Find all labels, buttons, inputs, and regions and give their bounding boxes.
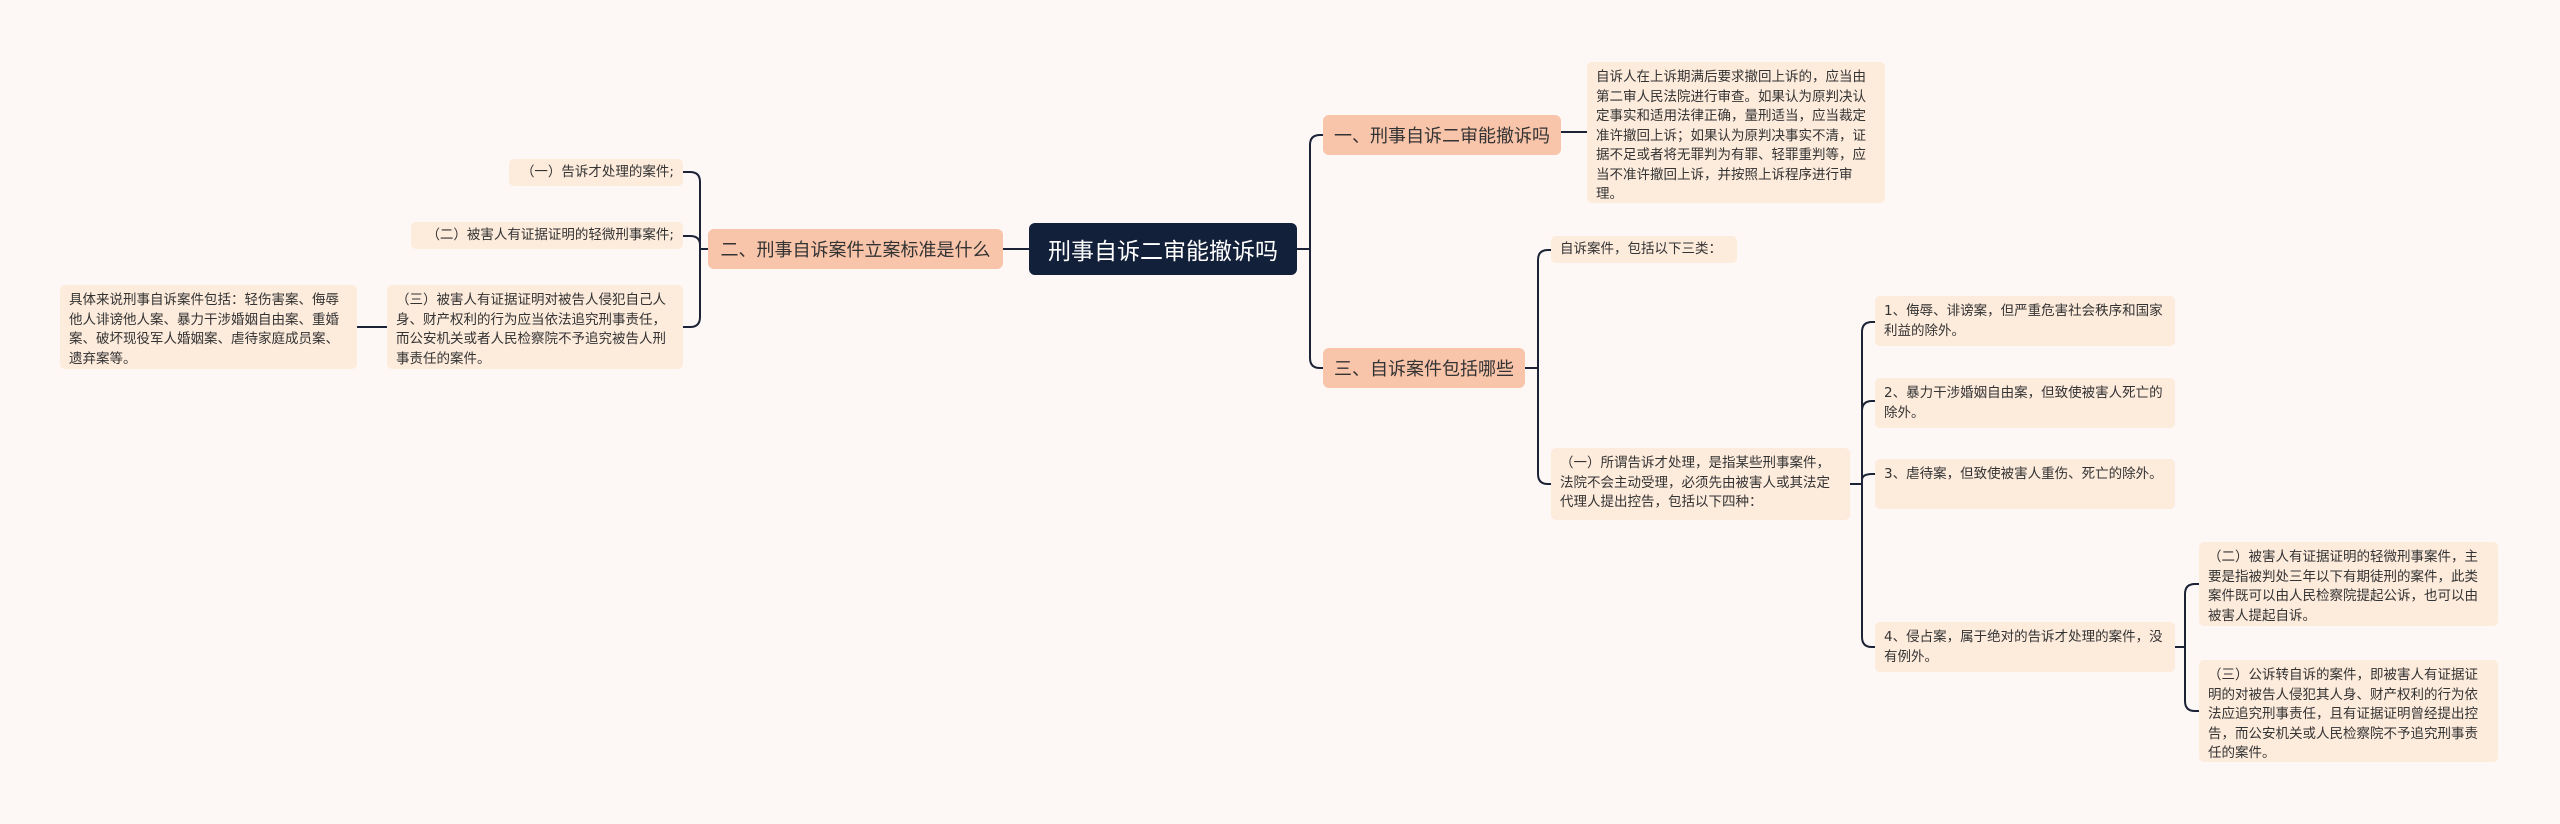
root-node[interactable]: 刑事自诉二审能撤诉吗 — [1029, 223, 1297, 275]
branch-2-item-1[interactable]: （一）告诉才处理的案件; — [509, 159, 683, 186]
root-title: 刑事自诉二审能撤诉吗 — [1048, 239, 1278, 265]
branch-3-node[interactable]: 三、自诉案件包括哪些 — [1323, 348, 1525, 388]
connector-b2-items — [683, 171, 708, 328]
connector-b3-children — [1525, 249, 1551, 485]
category-item-3[interactable]: 3、虐待案，但致使被害人重伤、死亡的除外。 — [1875, 459, 2175, 509]
connector-four-subs — [2175, 583, 2199, 712]
branch-2-title: 二、刑事自诉案件立案标准是什么 — [720, 240, 991, 261]
branch-3-second-category[interactable]: （二）被害人有证据证明的轻微刑事案件，主要是指被判处三年以下有期徒刑的案件，此类… — [2199, 542, 2498, 626]
branch-1-title: 一、刑事自诉二审能撤诉吗 — [1334, 126, 1550, 147]
branch-2-item-2[interactable]: （二）被害人有证据证明的轻微刑事案件; — [411, 222, 683, 249]
branch-3-third-category[interactable]: （三）公诉转自诉的案件，即被害人有证据证明的对被告人侵犯其人身、财产权利的行为依… — [2199, 660, 2498, 762]
category-item-2[interactable]: 2、暴力干涉婚姻自由案，但致使被害人死亡的除外。 — [1875, 378, 2175, 428]
branch-3-first-category[interactable]: （一）所谓告诉才处理，是指某些刑事案件，法院不会主动受理，必须先由被害人或其法定… — [1551, 448, 1850, 520]
connector-root-right — [1297, 134, 1323, 369]
branch-2-node[interactable]: 二、刑事自诉案件立案标准是什么 — [708, 229, 1003, 269]
connector-first-four — [1850, 321, 1875, 648]
branch-2-item-3[interactable]: （三）被害人有证据证明对被告人侵犯自己人身、财产权利的行为应当依法追究刑事责任，… — [387, 285, 683, 369]
branch-3-title: 三、自诉案件包括哪些 — [1334, 359, 1514, 380]
branch-1-detail[interactable]: 自诉人在上诉期满后要求撤回上诉的，应当由第二审人民法院进行审查。如果认为原判决认… — [1587, 62, 1885, 203]
category-item-4[interactable]: 4、侵占案，属于绝对的告诉才处理的案件，没有例外。 — [1875, 622, 2175, 672]
branch-1-node[interactable]: 一、刑事自诉二审能撤诉吗 — [1323, 115, 1561, 155]
category-item-1[interactable]: 1、侮辱、诽谤案，但严重危害社会秩序和国家利益的除外。 — [1875, 296, 2175, 346]
branch-3-intro[interactable]: 自诉案件，包括以下三类： — [1551, 236, 1737, 263]
branch-2-item-3-sub[interactable]: 具体来说刑事自诉案件包括：轻伤害案、侮辱他人诽谤他人案、暴力干涉婚姻自由案、重婚… — [60, 285, 357, 369]
